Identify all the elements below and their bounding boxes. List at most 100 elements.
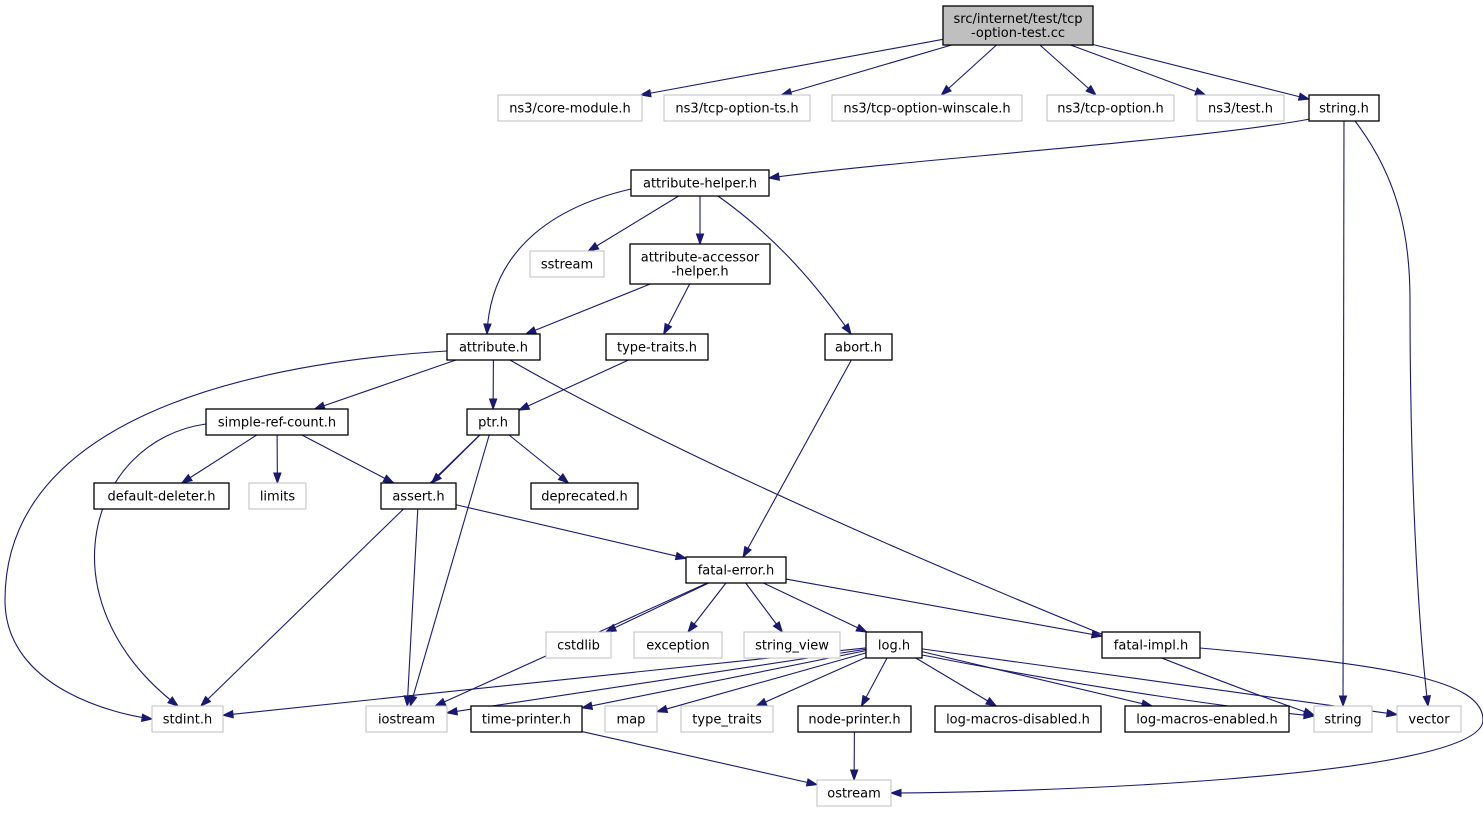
node-log-macros-enabled[interactable]: log-macros-enabled.h [1124, 705, 1290, 733]
node-box [1196, 94, 1285, 122]
node-box [530, 482, 639, 510]
node-node-printer[interactable]: node-printer.h [797, 705, 912, 733]
edge-line [406, 508, 419, 707]
node-log-macros-disabled[interactable]: log-macros-disabled.h [934, 705, 1102, 733]
edge-arrowhead [141, 713, 154, 722]
edge-root-to-core_module [639, 38, 944, 98]
edge-arrowhead [1194, 87, 1207, 96]
edge-fatal_error-to-exception [687, 582, 727, 634]
edge-log_h-to-log_macros_disabled [915, 657, 998, 707]
edge-assert_h-to-iostream [403, 508, 419, 708]
edge-arrowhead [1303, 710, 1316, 720]
edge-line [508, 434, 569, 484]
edge-attribute_helper-to-sstream [587, 195, 679, 252]
node-abort-h[interactable]: abort.h [824, 333, 893, 361]
node-label: default-deleter.h [108, 490, 216, 505]
node-attribute-accessor-helper[interactable]: attribute-accessor-helper.h [629, 243, 771, 285]
edge-line [409, 434, 490, 707]
edge-line [605, 582, 709, 633]
node-box [1124, 705, 1290, 733]
node-box [380, 482, 457, 510]
node-label: ns3/test.h [1208, 102, 1273, 117]
edge-root-to-string_h [1092, 43, 1311, 101]
edge-attribute_helper-to-attribute_accessor_helper [695, 196, 705, 246]
edge-ptr_h-to-iostream [409, 434, 490, 708]
node-deprecated-h[interactable]: deprecated.h [530, 482, 639, 510]
node-type-traits-h[interactable]: type-traits.h [605, 333, 709, 361]
edge-attribute_accessor_helper-to-type_traits_h [663, 283, 691, 336]
node-label: assert.h [392, 490, 444, 505]
edge-fatal_error-to-string_view [745, 582, 784, 634]
edge-arrowhead [687, 621, 698, 634]
edge-arrowhead [273, 472, 282, 485]
node-default-deleter[interactable]: default-deleter.h [93, 482, 230, 510]
node-box [630, 169, 770, 197]
node-label: src/internet/test/tcp [954, 12, 1083, 27]
edge-arrowhead [313, 401, 326, 410]
node-cstdlib: cstdlib [545, 631, 612, 659]
node-type-traits: type_traits [680, 705, 774, 733]
edge-line [921, 648, 1398, 716]
node-label: fatal-error.h [698, 564, 775, 579]
node-label: ns3/tcp-option.h [1057, 102, 1164, 117]
node-label: type_traits [692, 713, 762, 728]
edge-line [1354, 120, 1429, 707]
node-label: -helper.h [671, 265, 728, 280]
edge-arrowhead [663, 322, 673, 336]
node-attribute-helper[interactable]: attribute-helper.h [630, 169, 770, 197]
edge-assert_h-to-fatal_error [455, 504, 688, 561]
node-box [1101, 631, 1201, 659]
node-root[interactable]: src/internet/test/tcp-option-test.cc [942, 5, 1094, 46]
edge-line [756, 656, 867, 707]
edge-simple_ref_count-to-stdint [94, 423, 207, 707]
edge-attribute_helper-to-attribute_h [483, 188, 632, 336]
edge-arrowhead [524, 326, 538, 335]
node-label: attribute-accessor [641, 251, 760, 266]
node-box [205, 408, 349, 436]
edge-string_h-to-vector [1354, 120, 1432, 708]
node-string-h[interactable]: string.h [1308, 94, 1380, 122]
node-fatal-error[interactable]: fatal-error.h [685, 556, 787, 584]
node-box [605, 333, 709, 361]
node-label: iostream [378, 713, 435, 728]
node-label: abort.h [835, 341, 882, 356]
edge-arrowhead [849, 769, 859, 782]
edge-line [518, 359, 629, 411]
edge-line [301, 434, 394, 484]
node-test-h: ns3/test.h [1196, 94, 1285, 122]
node-box [942, 5, 1094, 46]
edge-arrowhead [199, 695, 212, 708]
edge-time_printer-to-ostream [581, 731, 819, 787]
node-label: string [1324, 713, 1361, 728]
node-box [365, 705, 448, 733]
edge-attribute_h-to-ptr_h [488, 359, 498, 411]
edge-arrowhead [674, 551, 688, 561]
edge-log_h-to-map [655, 652, 867, 713]
edge-arrowhead [1386, 708, 1399, 718]
node-assert-h[interactable]: assert.h [380, 482, 457, 510]
edge-line [940, 44, 997, 96]
node-label: simple-ref-count.h [218, 416, 336, 431]
edge-arrowhead [604, 623, 618, 633]
node-time-printer[interactable]: time-printer.h [470, 705, 583, 733]
edge-arrowhead [445, 707, 459, 716]
node-box [470, 705, 583, 733]
node-box [446, 333, 541, 361]
node-label: cstdlib [557, 639, 600, 654]
node-box [629, 243, 771, 285]
edge-arrowhead [984, 696, 998, 707]
edge-node_printer-to-ostream [849, 731, 859, 782]
node-attribute-h[interactable]: attribute.h [446, 333, 541, 361]
node-fatal-impl[interactable]: fatal-impl.h [1101, 631, 1201, 659]
edge-attribute_helper-to-abort_h [717, 195, 852, 336]
node-label: log.h [878, 639, 910, 654]
node-label: string_view [755, 639, 829, 654]
edge-line [768, 118, 1311, 179]
edge-arrowhead [382, 474, 395, 484]
edge-arrowhead [180, 473, 193, 484]
edge-simple_ref_count-to-default_deleter [180, 434, 258, 484]
node-tcp-option-winscale: ns3/tcp-option-winscale.h [831, 94, 1023, 122]
node-ptr-h[interactable]: ptr.h [466, 408, 520, 436]
node-simple-ref-count[interactable]: simple-ref-count.h [205, 408, 349, 436]
node-log-h[interactable]: log.h [865, 631, 923, 659]
